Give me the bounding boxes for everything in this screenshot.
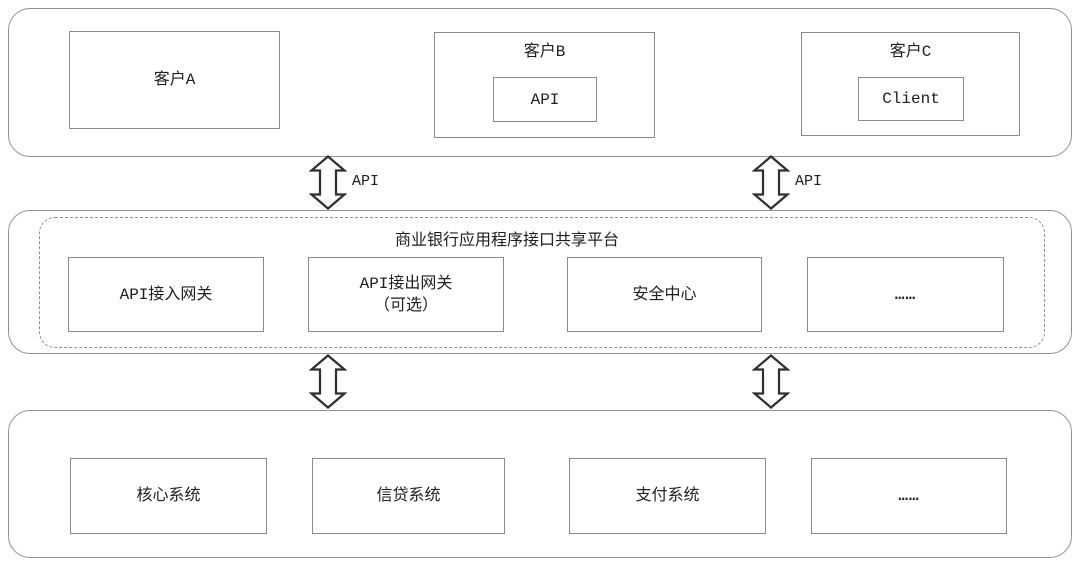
client-b-api-box: API [493,77,597,122]
platform-title: 商业银行应用程序接口共享平台 [394,232,619,250]
client-c-client-box: Client [858,77,964,121]
client-a-box: 客户A [69,31,280,129]
double-arrow-icon [752,155,790,210]
client-a-label: 客户A [153,71,196,89]
systems-ellipsis-label: …… [898,487,920,505]
core-system-label: 核心系统 [136,487,201,505]
api-in-gateway-box: API接入网关 [68,257,264,332]
payment-system-box: 支付系统 [569,458,766,534]
double-arrow-icon [752,354,790,409]
security-center-box: 安全中心 [567,257,762,332]
security-center-label: 安全中心 [632,285,697,304]
api-in-gateway-label: API接入网关 [119,285,213,304]
api-connector-label-right: API [795,173,823,190]
double-arrow-icon [309,155,347,210]
double-arrow-icon [309,354,347,409]
client-b-label: 客户B [523,43,566,61]
credit-system-box: 信贷系统 [312,458,505,534]
payment-system-label: 支付系统 [635,487,700,505]
api-out-gateway-label: API接出网关 [359,274,453,293]
client-c-box: 客户C Client [801,32,1020,136]
api-connector-label-left: API [352,173,380,190]
api-out-gateway-label-optional: （可选） [373,296,438,315]
platform-layer-container: 商业银行应用程序接口共享平台 API接入网关 API接出网关 （可选） 安全中心… [8,210,1072,354]
platform-ellipsis-box: …… [807,257,1004,332]
platform-ellipsis-label: …… [894,285,917,304]
core-system-box: 核心系统 [70,458,267,534]
credit-system-label: 信贷系统 [376,487,441,505]
client-b-box: 客户B API [434,32,655,138]
api-out-gateway-box: API接出网关 （可选） [308,257,504,332]
client-c-client-label: Client [882,90,940,108]
client-c-label: 客户C [889,43,932,61]
platform-dashed-boundary [39,217,1045,348]
systems-ellipsis-box: …… [811,458,1007,534]
clients-layer-container: 客户A 客户B API 客户C Client [8,8,1072,157]
client-b-api-label: API [530,90,560,109]
systems-layer-container: 核心系统 信贷系统 支付系统 …… [8,410,1072,558]
